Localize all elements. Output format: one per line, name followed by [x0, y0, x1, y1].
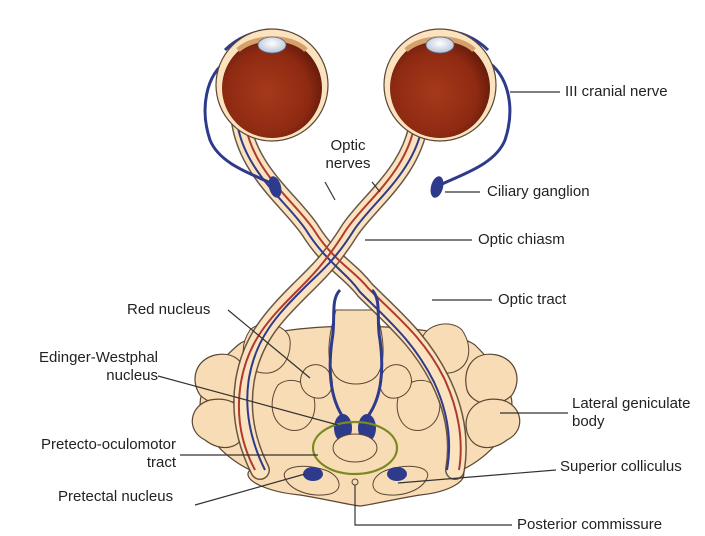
label-edinger-westphal-line2: nucleus [20, 367, 158, 385]
label-lateral-geniculate-line1: Lateral geniculate [572, 395, 690, 413]
left-eye [216, 29, 328, 141]
label-posterior-commissure: Posterior commissure [517, 516, 662, 534]
label-edinger-westphal-line1: Edinger-Westphal [20, 349, 158, 367]
label-optic-chiasm: Optic chiasm [478, 231, 565, 249]
label-pretecto-oculomotor-line1: Pretecto-oculomotor [6, 436, 176, 454]
label-optic-nerves-line2: nerves [317, 155, 379, 173]
label-edinger-westphal: Edinger-Westphal nucleus [20, 349, 158, 385]
label-optic-nerves-line1: Optic [317, 137, 379, 155]
label-lateral-geniculate: Lateral geniculate body [572, 395, 690, 431]
right-eye [384, 29, 496, 141]
label-iii-cranial-nerve: III cranial nerve [565, 83, 668, 101]
ciliary-ganglion-right [428, 175, 445, 199]
label-superior-colliculus: Superior colliculus [560, 458, 682, 476]
label-lateral-geniculate-line2: body [572, 413, 690, 431]
pretectal-nucleus-right [387, 467, 407, 481]
label-optic-nerves: Optic nerves [317, 137, 379, 173]
label-pretectal-nucleus: Pretectal nucleus [58, 488, 173, 506]
label-pretecto-oculomotor: Pretecto-oculomotor tract [6, 436, 176, 472]
label-ciliary-ganglion: Ciliary ganglion [487, 183, 590, 201]
label-red-nucleus: Red nucleus [127, 301, 210, 319]
label-optic-tract: Optic tract [498, 291, 566, 309]
label-pretecto-oculomotor-line2: tract [6, 454, 176, 472]
pretectal-nucleus-left [303, 467, 323, 481]
